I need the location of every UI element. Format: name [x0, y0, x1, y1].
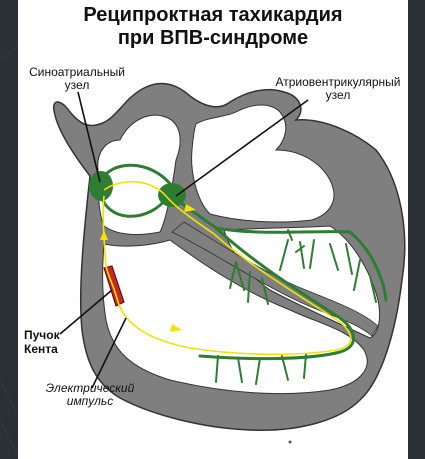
decorative-dot	[289, 441, 292, 444]
diagram-title: Реципроктная тахикардия при ВПВ-синдроме	[18, 4, 408, 50]
heart-diagram	[54, 83, 405, 430]
label-electrical-impulse: Электрический импульс	[32, 382, 148, 408]
label-sa-node-line2: узел	[16, 79, 138, 92]
label-kent-line1: Пучок	[24, 328, 84, 342]
label-sa-node: Синоатриальный узел	[16, 66, 138, 92]
title-line-1: Реципроктная тахикардия	[18, 4, 408, 27]
label-av-node: Атриовентрикулярный узел	[258, 76, 418, 102]
title-line-2: при ВПВ-синдроме	[18, 27, 408, 50]
label-av-node-line2: узел	[258, 89, 418, 102]
label-kent-bundle: Пучок Кента	[24, 328, 84, 356]
label-impulse-line2: импульс	[32, 395, 148, 408]
label-kent-line2: Кента	[24, 342, 84, 356]
